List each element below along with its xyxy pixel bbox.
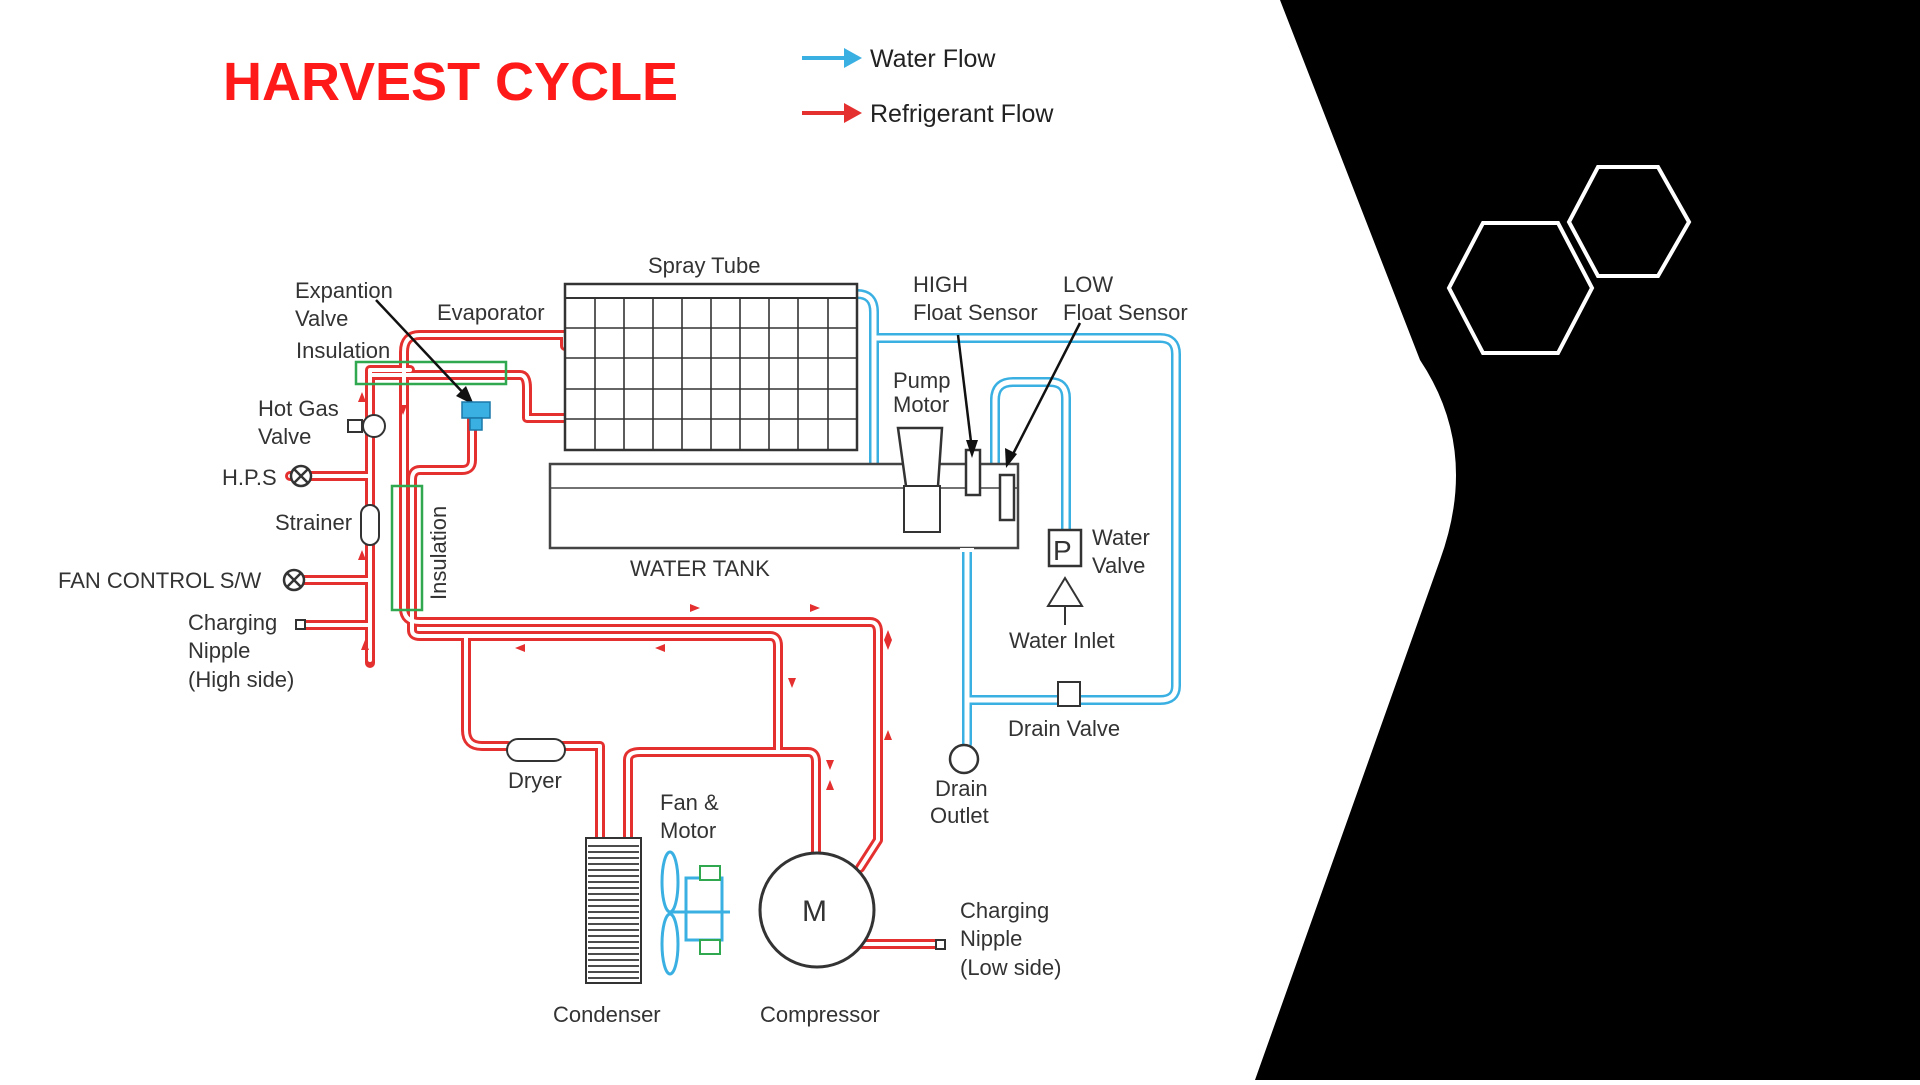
label-low-float-line1: LOW <box>1063 272 1113 297</box>
dryer-icon <box>506 738 566 762</box>
hexagon-icon-large <box>1446 221 1595 355</box>
insulation-box-side <box>390 484 424 612</box>
condenser-icon <box>585 837 642 984</box>
charging-nipple-low-icon <box>935 939 946 950</box>
label-drain-valve: Drain Valve <box>1008 716 1120 741</box>
label-charging-high-line3: (High side) <box>188 667 294 692</box>
label-charging-low-line2: Nipple <box>960 926 1022 951</box>
legend-refrigerant-flow: Refrigerant Flow <box>870 100 1054 128</box>
water-tank <box>548 462 1020 550</box>
label-expansion-valve-line2: Valve <box>295 306 348 331</box>
high-float-sensor-icon <box>964 448 982 497</box>
label-hot-gas-valve-line2: Valve <box>258 424 311 449</box>
label-insulation-side: Insulation <box>426 506 451 600</box>
water-tank-drain-pipe-cover <box>960 548 974 552</box>
strainer-icon <box>360 504 380 546</box>
water-inlet-arrow-icon <box>1046 576 1084 625</box>
legend-water-flow: Water Flow <box>870 45 996 73</box>
pump-motor-icon <box>896 426 944 533</box>
label-water-tank: WATER TANK <box>630 556 770 581</box>
label-drain-outlet-line1: Drain <box>935 776 988 801</box>
refrigerant-flow-arrowhead-icon <box>844 103 862 123</box>
label-fan-motor-line2: Motor <box>660 818 716 843</box>
drain-valve-icon <box>1057 681 1081 707</box>
label-condenser: Condenser <box>553 1002 661 1027</box>
refrigerant-pipes <box>285 330 945 949</box>
evaporator <box>563 282 859 452</box>
water-flow-arrowhead-icon <box>844 48 862 68</box>
label-water-inlet: Water Inlet <box>1009 628 1115 653</box>
charging-nipple-high-icon <box>295 619 306 630</box>
drain-outlet-icon <box>948 743 980 775</box>
dark-side-panel <box>1255 0 1920 1080</box>
label-charging-low-line3: (Low side) <box>960 955 1061 980</box>
label-high-float-line1: HIGH <box>913 272 968 297</box>
label-drain-outlet-line2: Outlet <box>930 803 989 828</box>
water-valve-icon <box>1047 528 1083 568</box>
label-pump-motor-line1: Pump <box>893 368 950 393</box>
label-dryer: Dryer <box>508 768 562 793</box>
label-charging-high-line2: Nipple <box>188 638 250 663</box>
fan-and-motor-icon <box>660 850 730 976</box>
label-water-valve-line2: Valve <box>1092 553 1145 578</box>
label-low-float-line2: Float Sensor <box>1063 300 1188 325</box>
insulation-box-top <box>354 360 508 386</box>
label-fan-control-switch: FAN CONTROL S/W <box>58 568 262 593</box>
slide-title: HARVEST CYCLE <box>223 52 678 112</box>
hexagon-icon-small <box>1566 165 1692 278</box>
hps-switch-icon <box>289 464 313 488</box>
label-hps: H.P.S <box>222 465 277 490</box>
compressor-icon <box>758 851 876 969</box>
low-float-sensor-icon <box>998 473 1016 522</box>
label-insulation-top: Insulation <box>296 338 390 363</box>
compressor-symbol: M <box>802 895 827 928</box>
label-charging-high-line1: Charging <box>188 610 277 635</box>
label-high-float-line2: Float Sensor <box>913 300 1038 325</box>
label-pump-motor-line2: Motor <box>893 392 949 417</box>
label-hot-gas-valve-line1: Hot Gas <box>258 396 339 421</box>
refrigerant-direction-arrows <box>358 392 892 790</box>
label-strainer: Strainer <box>275 510 352 535</box>
label-compressor: Compressor <box>760 1002 880 1027</box>
label-water-valve-line1: Water <box>1092 525 1150 550</box>
label-fan-motor-line1: Fan & <box>660 790 719 815</box>
water-valve-symbol: P <box>1053 535 1072 566</box>
label-spray-tube: Spray Tube <box>648 253 761 278</box>
fan-control-switch-icon <box>282 568 306 592</box>
hot-gas-valve-icon <box>362 414 386 438</box>
legend: Water Flow Refrigerant Flow <box>802 45 1054 128</box>
label-evaporator: Evaporator <box>437 300 545 325</box>
expansion-valve-icon <box>461 401 491 431</box>
label-charging-low-line1: Charging <box>960 898 1049 923</box>
label-expansion-valve-line1: Expantion <box>295 278 393 303</box>
